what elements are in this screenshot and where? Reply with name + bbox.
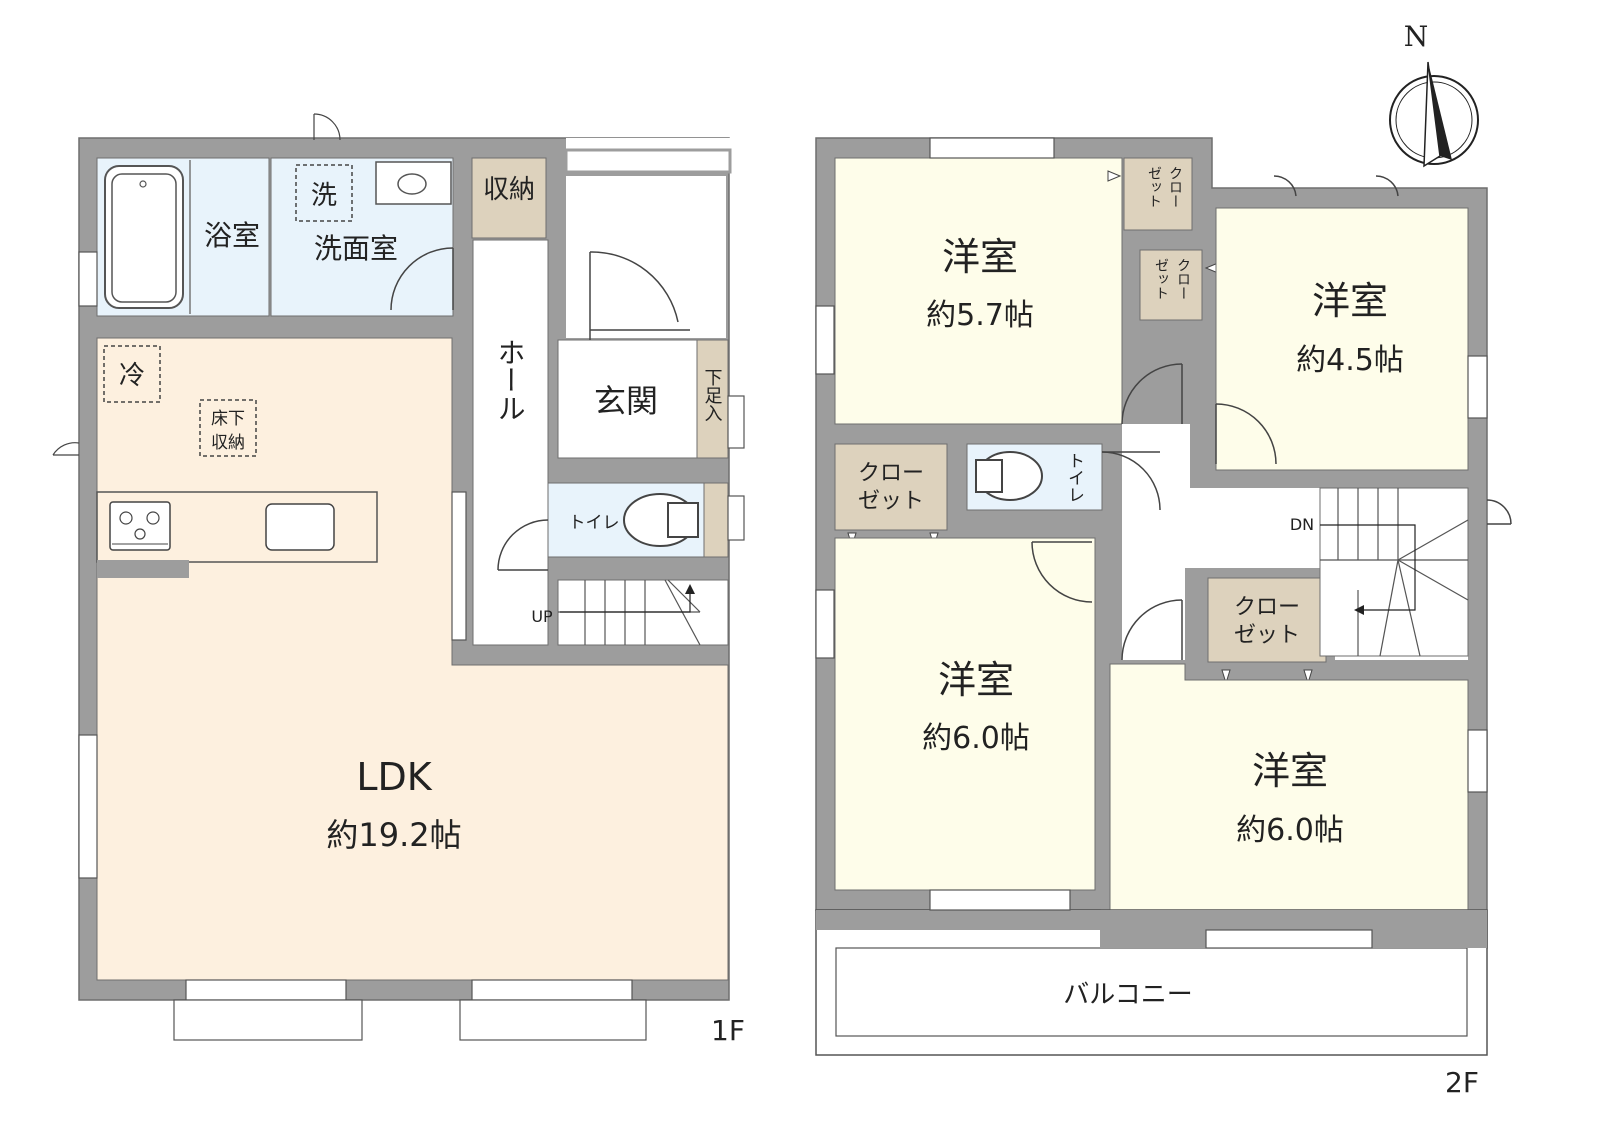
floor-2f-label: 2F xyxy=(1445,1066,1479,1099)
room-a-label: 洋室 xyxy=(942,235,1018,279)
storage-label: 収納 xyxy=(483,175,535,205)
balcony-label: バルコニー xyxy=(1063,980,1192,1010)
room-a-area xyxy=(834,157,1123,425)
room-b-area xyxy=(1215,207,1469,471)
underfloor-storage-label-1: 床下 xyxy=(211,409,245,429)
washer-space xyxy=(295,164,353,222)
floor-1f-label: 1F xyxy=(711,1014,745,1047)
room-c-size: 約6.0帖 xyxy=(922,721,1030,756)
kitchen-sink xyxy=(265,503,335,551)
hall-label: ホール xyxy=(494,338,527,422)
closet-b-label-1: クロー xyxy=(1175,258,1191,300)
fridge-label: 冷 xyxy=(119,361,145,391)
second-floor-plan xyxy=(815,137,1512,1056)
washer-label: 洗 xyxy=(311,181,337,211)
toilet-1f-label: トイレ xyxy=(569,513,620,533)
room-c-area xyxy=(834,537,1096,891)
ldk-size: 約19.2帖 xyxy=(326,816,461,854)
shoe-storage xyxy=(696,339,729,459)
closet-b-label-2: ゼット xyxy=(1153,258,1169,300)
stairs-up-label: UP xyxy=(531,607,553,626)
underfloor-storage xyxy=(199,399,257,457)
bathroom-label: 浴室 xyxy=(204,219,260,252)
room-a-size: 約5.7帖 xyxy=(926,298,1034,333)
underfloor-storage-label-2: 収納 xyxy=(211,433,245,453)
washroom-label: 洗面室 xyxy=(314,232,398,265)
room-b-size: 約4.5帖 xyxy=(1296,343,1404,378)
stairs-down-label: DN xyxy=(1290,515,1314,534)
room-d-label: 洋室 xyxy=(1252,749,1328,793)
bathtub xyxy=(104,165,184,309)
room-b-label: 洋室 xyxy=(1312,279,1388,323)
stove xyxy=(109,501,171,551)
entrance-label: 玄関 xyxy=(594,382,658,420)
closet-left-label-2: ゼット xyxy=(858,489,924,514)
storage-area xyxy=(471,157,547,239)
compass-icon xyxy=(1389,61,1479,168)
closet-b xyxy=(1139,249,1203,321)
closet-a-label-1: クロー xyxy=(1167,166,1183,208)
ldk-label: LDK xyxy=(356,755,432,799)
room-d-size: 約6.0帖 xyxy=(1236,813,1344,848)
closet-center-label-1: クロー xyxy=(1234,595,1300,620)
toilet-2f-label: トイレ xyxy=(1064,452,1084,503)
hall-area xyxy=(472,239,549,646)
room-d-area xyxy=(1109,663,1469,931)
stairs-2f xyxy=(1319,487,1469,657)
closet-left xyxy=(834,443,948,531)
closet-left-label-1: クロー xyxy=(858,461,924,486)
closet-center-label-2: ゼット xyxy=(1234,623,1300,648)
compass-north-label: N xyxy=(1404,20,1429,53)
fridge-space xyxy=(103,345,161,403)
sink xyxy=(375,161,452,205)
shoe-storage-label: 下足入 xyxy=(702,368,723,422)
room-c-label: 洋室 xyxy=(938,658,1014,702)
closet-a-label-2: ゼット xyxy=(1146,166,1162,208)
first-floor-plan xyxy=(52,113,745,1041)
closet-center xyxy=(1207,577,1327,663)
closet-a xyxy=(1123,157,1193,231)
